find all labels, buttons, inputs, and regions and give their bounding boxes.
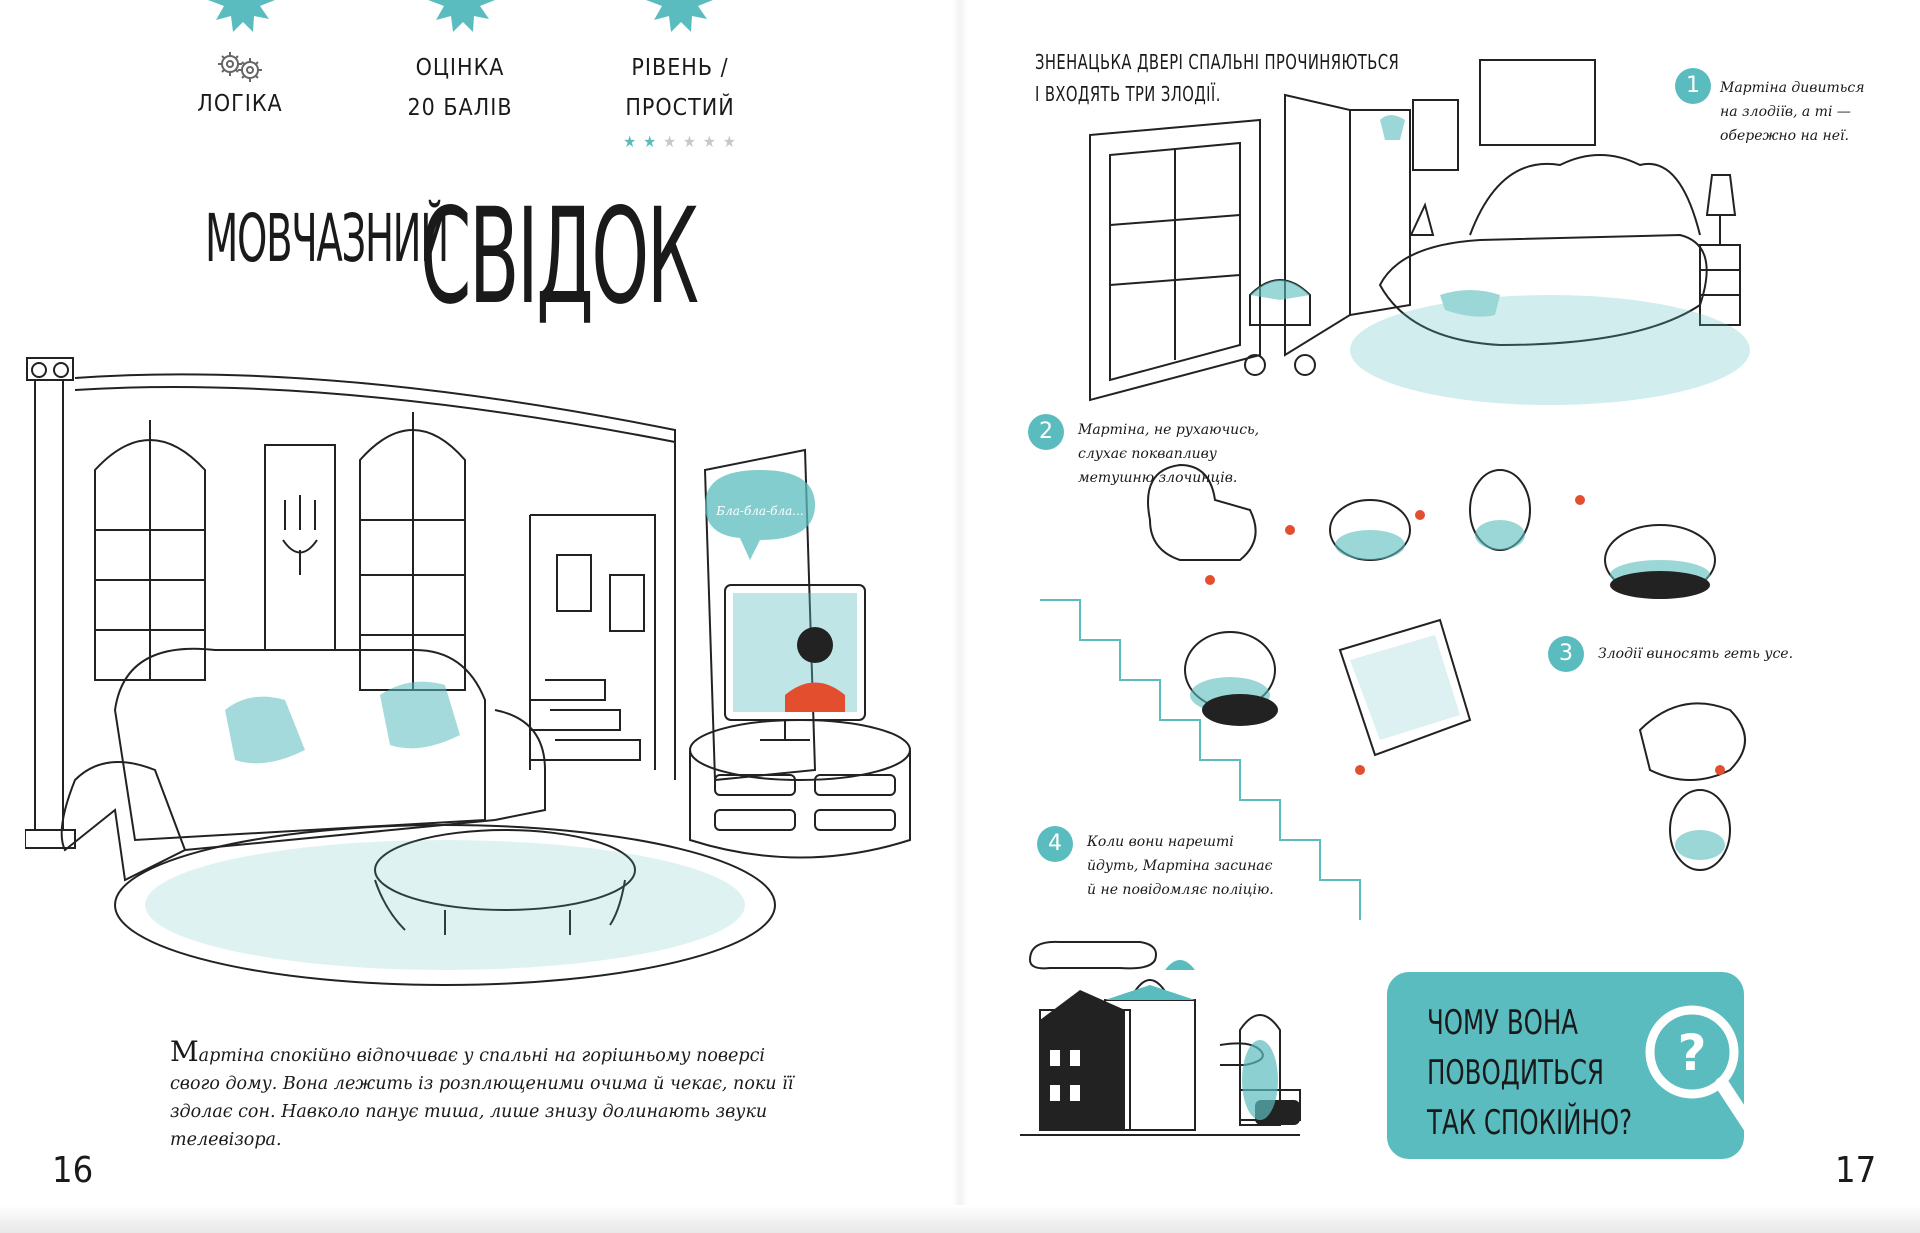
- badge-star-icon: [428, 0, 495, 32]
- step-2-line: метушню злочинців.: [1078, 470, 1238, 486]
- step-caption-1: Мартіна дивиться на злодіїв, а ті — обер…: [1720, 76, 1864, 148]
- star-empty-icon: ★: [722, 132, 737, 151]
- meta-score-label: ОЦІНКА: [415, 55, 505, 81]
- step-1-line: Мартіна дивиться: [1720, 80, 1865, 96]
- right-intro-text: ЗНЕНАЦЬКА ДВЕРІ СПАЛЬНІ ПРОЧИНЯЮТЬСЯ І В…: [1035, 46, 1399, 110]
- step-1-line: на злодіїв, а ті —: [1720, 104, 1851, 120]
- star-empty-icon: ★: [683, 132, 697, 151]
- living-room-illustration: Бла-бла-бла...: [25, 357, 911, 986]
- intro-paragraph: Мартіна спокійно відпочиває у спальні на…: [170, 1038, 810, 1154]
- star-filled-icon: ★: [643, 132, 658, 151]
- meta-score: ОЦІНКА 20 БАЛІВ: [405, 48, 515, 128]
- star-filled-icon: ★: [623, 132, 638, 151]
- step-caption-3: Злодії виносять геть усе.: [1598, 642, 1793, 666]
- step-4-line: Коли вони нарешті: [1087, 834, 1234, 850]
- step-number-1-badge: 1: [1675, 68, 1711, 104]
- bedroom-illustration: [1089, 59, 1750, 405]
- question-box: ЧОМУ ВОНА ПОВОДИТЬСЯ ТАК СПОКІЙНО? ?: [1387, 972, 1762, 1159]
- right-page: ЗНЕНАЦЬКА ДВЕРІ СПАЛЬНІ ПРОЧИНЯЮТЬСЯ І В…: [960, 0, 1920, 1233]
- step-number-2: 2: [1028, 414, 1064, 450]
- magnifier-question-mark: ?: [1677, 1024, 1706, 1082]
- intro-text: артіна спокійно відпочиває у спальні на …: [170, 1046, 794, 1150]
- intro-drop-cap: М: [170, 1035, 199, 1068]
- book-gutter: [952, 0, 968, 1233]
- title-small: МОВЧАЗНИЙ: [205, 200, 449, 277]
- page-number-left: 16: [52, 1150, 94, 1191]
- tv-speech-bubble: [705, 470, 815, 560]
- title-large: СВІДОК: [420, 180, 699, 334]
- difficulty-stars: ★ ★ ★ ★ ★ ★: [585, 134, 775, 150]
- step-number-4: 4: [1037, 826, 1073, 862]
- question-text: ЧОМУ ВОНА ПОВОДИТЬСЯ ТАК СПОКІЙНО?: [1427, 998, 1632, 1148]
- page-number-right: 17: [1835, 1150, 1877, 1191]
- speech-bubble-text: Бла-бла-бла...: [715, 504, 803, 518]
- right-intro-line-1: ЗНЕНАЦЬКА ДВЕРІ СПАЛЬНІ ПРОЧИНЯЮТЬСЯ: [1035, 50, 1400, 74]
- step-4-line: й не повідомляє поліцію.: [1087, 882, 1274, 898]
- question-line: ТАК СПОКІЙНО?: [1427, 1103, 1633, 1143]
- step-2-line: слухає поквапливу: [1078, 446, 1217, 462]
- meta-logic: ЛОГІКА: [195, 48, 285, 124]
- meta-level-label: РІВЕНЬ / ПРОСТИЙ: [625, 55, 735, 121]
- badge-star-icon: [646, 0, 713, 32]
- question-line: ЧОМУ ВОНА: [1427, 1003, 1579, 1043]
- step-caption-4: Коли вони нарешті йдуть, Мартіна засинає…: [1087, 830, 1274, 902]
- step-3-line: Злодії виносять геть усе.: [1598, 646, 1794, 662]
- house-illustration: [1020, 940, 1301, 1136]
- step-number-3: 3: [1548, 636, 1584, 672]
- magnifier-icon: ?: [1645, 1005, 1762, 1149]
- left-page: ЛОГІКА ОЦІНКА 20 БАЛІВ РІВЕНЬ / ПРОСТИЙ …: [25, 0, 911, 1191]
- meta-score-value: 20 БАЛІВ: [407, 95, 513, 121]
- star-empty-icon: ★: [702, 132, 717, 151]
- star-empty-icon: ★: [663, 132, 677, 151]
- step-caption-2: Мартіна, не рухаючись, слухає поквапливу…: [1078, 418, 1259, 490]
- meta-logic-label: ЛОГІКА: [197, 91, 283, 117]
- thieves-escape-illustration: [1040, 463, 1746, 920]
- step-2-line: Мартіна, не рухаючись,: [1078, 422, 1260, 438]
- bottom-shadow: [0, 1205, 1920, 1233]
- step-1-line: обережно на неї.: [1720, 128, 1849, 144]
- question-line: ПОВОДИТЬСЯ: [1427, 1053, 1604, 1093]
- gears-icon: [218, 52, 262, 82]
- step-4-line: йдуть, Мартіна засинає: [1087, 858, 1273, 874]
- meta-level: РІВЕНЬ / ПРОСТИЙ ★ ★ ★ ★ ★ ★: [585, 48, 775, 150]
- right-intro-line-2: І ВХОДЯТЬ ТРИ ЗЛОДІЇ.: [1035, 82, 1221, 106]
- badge-star-icon: [208, 0, 275, 32]
